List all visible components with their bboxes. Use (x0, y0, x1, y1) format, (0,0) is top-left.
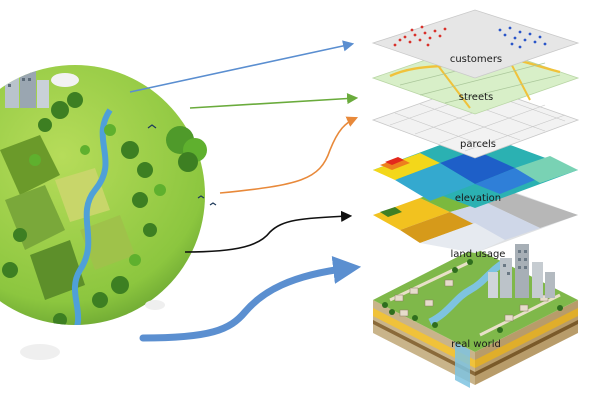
layer-customers: customers (371, 9, 580, 79)
layer-label-elevation: elevation (455, 193, 501, 204)
layer-real-world: real world (373, 244, 578, 388)
arrow-parcels (219, 116, 359, 194)
arrow-customers (129, 40, 355, 93)
layer-label-land-usage: land usage (451, 249, 506, 260)
arrows-group (129, 40, 362, 342)
arrow-land-usage (139, 256, 362, 342)
layer-land-usage: land usage (373, 178, 578, 260)
layer-label-customers: customers (450, 54, 502, 65)
arrow-elevation (184, 210, 353, 253)
layer-label-real-world: real world (451, 339, 501, 350)
layer-label-streets: streets (459, 92, 493, 103)
layer-elevation: elevation (373, 132, 578, 208)
earth-globe-icon (0, 65, 217, 360)
layer-label-parcels: parcels (460, 139, 496, 150)
layer-stack-icon: real world land usage elevatio (371, 9, 580, 388)
arrow-streets (189, 92, 359, 109)
